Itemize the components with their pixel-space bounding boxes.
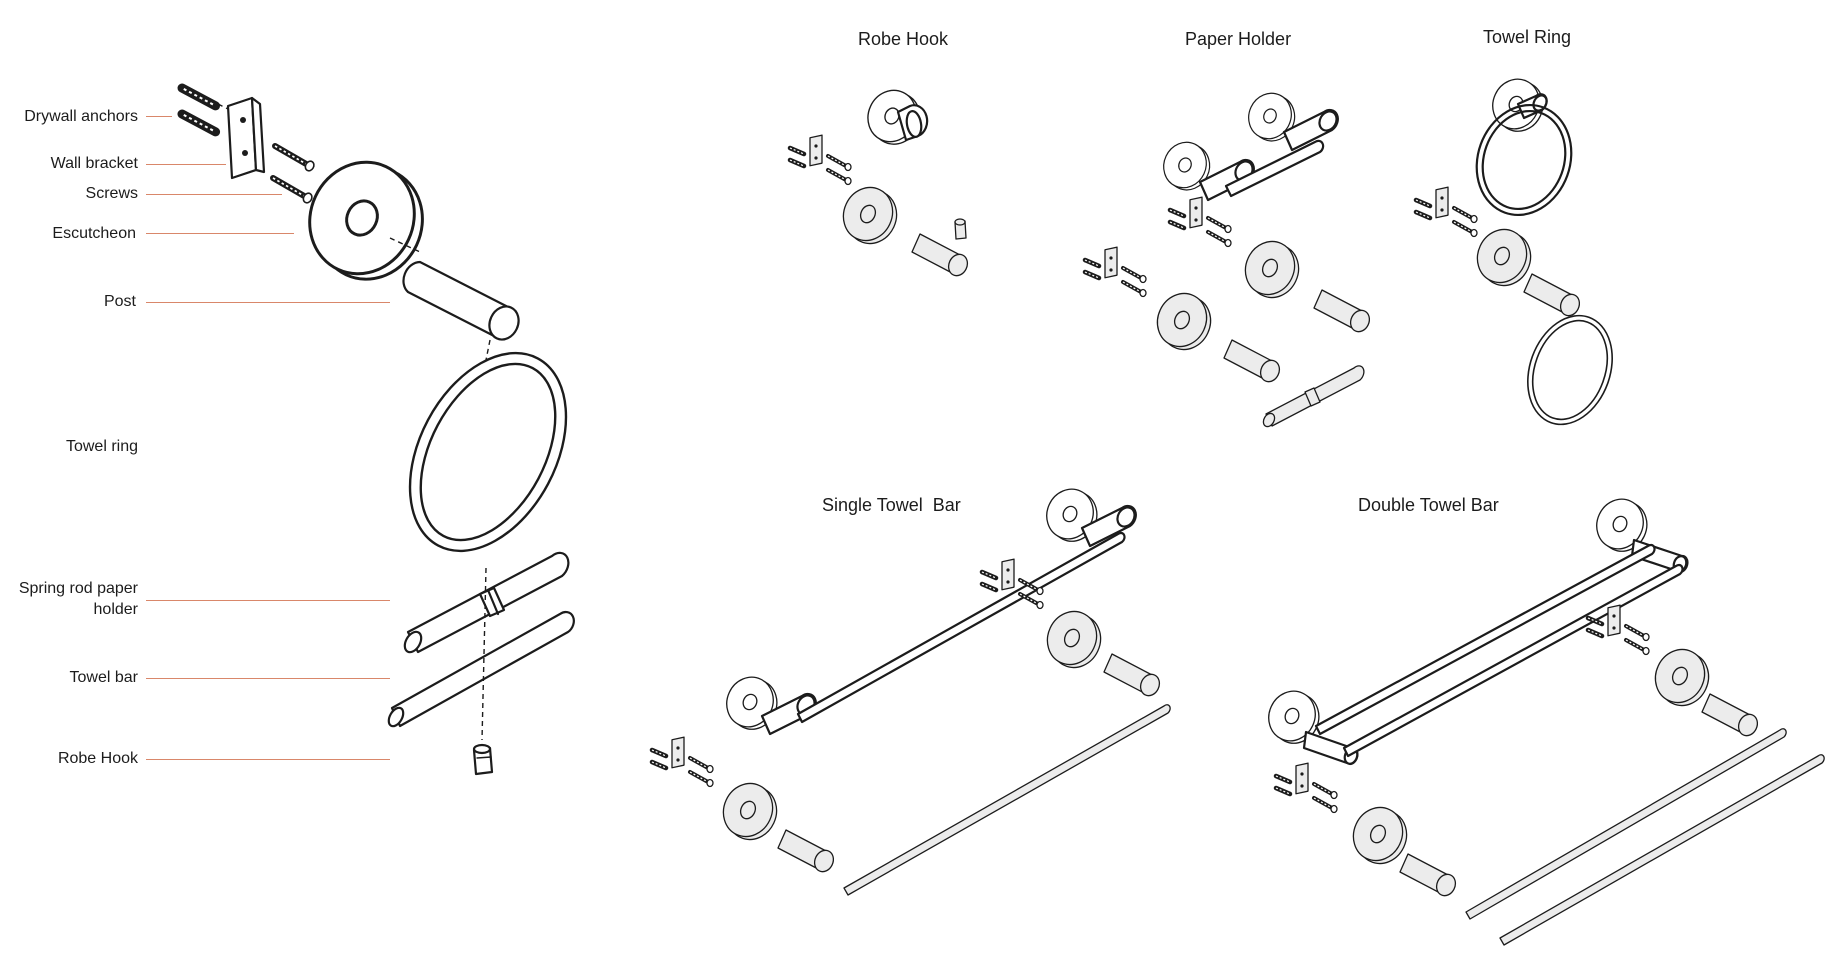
leader-line: [146, 116, 172, 117]
towel-ring-drawing: [1416, 70, 1613, 426]
part-label-drywall-anchors: Drywall anchors: [24, 108, 138, 125]
part-label-towel-bar: Towel bar: [69, 669, 138, 686]
leader-line: [146, 233, 294, 234]
leader-line: [146, 759, 390, 760]
assembly-title-double-towel-bar: Double Towel Bar: [1358, 495, 1499, 515]
double-towel-bar-drawing: [1260, 490, 1825, 946]
part-label-post: Post: [103, 293, 136, 310]
leader-line: [146, 678, 390, 679]
part-label-screws: Screws: [85, 185, 138, 202]
assembly-title-towel-ring: Towel Ring: [1483, 27, 1572, 47]
single-towel-bar-drawing: [652, 480, 1171, 896]
exploded-key-drawing: [177, 83, 575, 776]
part-label-escutcheon: Escutcheon: [52, 225, 136, 242]
part-label-towel-ring: Towel ring: [65, 438, 138, 455]
paper-holder-drawing: [1085, 85, 1374, 428]
assembly-title-single-towel-bar: Single Towel Bar: [822, 495, 961, 515]
leader-line: [146, 164, 226, 165]
part-label-spring-rod-paper-holder: Spring rod paper holder: [18, 580, 138, 618]
assembly-title-paper-holder: Paper Holder: [1185, 29, 1292, 49]
assembly-title-robe-hook: Robe Hook: [858, 29, 949, 49]
leader-line: [146, 302, 390, 303]
part-label-wall-bracket: Wall bracket: [50, 155, 138, 172]
robe-hook-drawing: [790, 81, 972, 280]
leader-line: [146, 194, 282, 195]
leader-line: [146, 600, 390, 601]
part-label-robe-hook: Robe Hook: [57, 750, 138, 767]
